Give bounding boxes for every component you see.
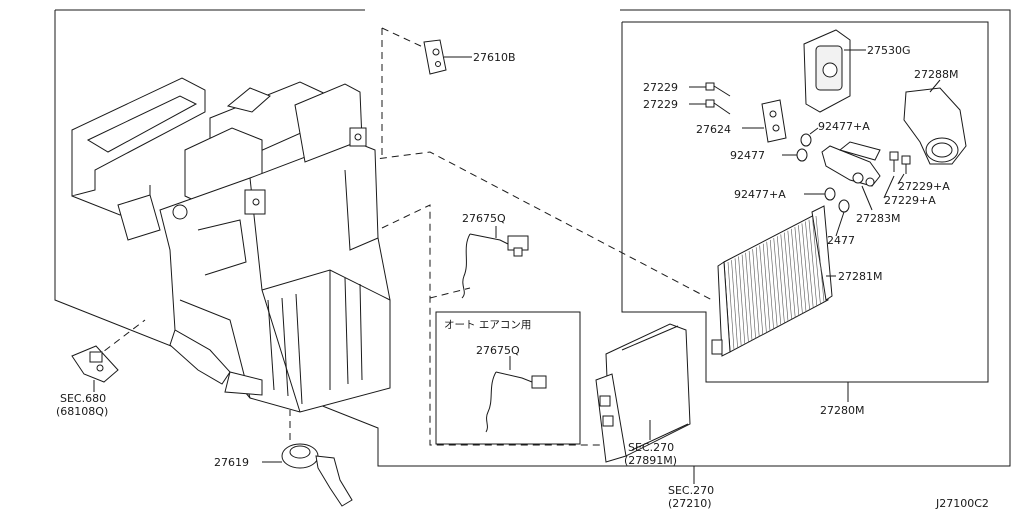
evaporator-fin [755,247,764,335]
hose-27288M-illustration [903,79,967,165]
label-27530G: 27530G [867,44,911,57]
evaporator-fin [787,230,796,318]
evaporator-fin [773,238,782,326]
evaporator-fin [791,228,800,316]
label-27229-upper: 27229 [643,81,678,94]
label-27283M: 27283M [856,212,900,225]
filter-sec270-27891M-illustration [595,323,691,463]
label-27229-lower: 27229 [643,98,678,111]
assembly-frame-lines [54,9,1011,467]
label-27288M: 27288M [914,68,958,81]
evaporator-fin [738,256,746,345]
evaporator-fin [741,254,749,343]
evaporator-fin [776,236,785,324]
bracket-sec680-68108Q-illustration [71,345,119,392]
evaporator-fin [766,241,774,329]
pipe-27283M-illustration [821,141,881,211]
evaporator-fin [731,260,738,349]
label-92477A-lower: 92477+A [734,188,786,201]
aspirator-27619-illustration [262,443,353,507]
evaporator-fin [794,227,803,314]
cover-27530G-illustration [803,29,866,113]
expansion-valve-27624-illustration [742,99,787,143]
label-sec680-line2: (68108Q) [56,405,108,418]
label-27675Q-inset: 27675Q [476,344,520,357]
o-rings-upper-illustration [782,127,819,162]
evaporator-fin [784,232,792,320]
evaporator-fin [798,225,807,312]
evaporator-fin [801,223,810,310]
evaporator-fin [769,239,778,327]
auto-ac-inset-box [435,311,581,445]
hvac-heater-unit-illustration [71,77,391,413]
label-27281M: 27281M [838,270,882,283]
evaporator-core-27281M-illustration [711,205,836,357]
evaporator-fin [780,234,789,322]
label-27675Q-upper: 27675Q [462,212,506,225]
evaporator-fin [805,221,814,308]
evaporator-fin [759,245,767,333]
evaporator-fin [812,217,821,304]
bracket-27610B-illustration [423,39,472,75]
label-27619: 27619 [214,456,249,469]
label-27229A-upper: 27229+A [898,180,950,193]
o-rings-lower-illustration [804,187,850,237]
evaporator-fin [808,219,818,306]
evaporator-fin [815,215,825,303]
evaporator-fin [748,250,756,339]
label-92477-upper: 92477 [730,149,765,162]
auto-ac-caption: オート エアコン用 [444,319,531,331]
evaporator-fin [734,258,742,347]
evaporator-fin [752,249,760,337]
label-sec270-27210-line2: (27210) [668,497,712,510]
label-27280M: 27280M [820,404,864,417]
label-27610B: 27610B [473,51,516,64]
label-92477A-upper: 92477+A [818,120,870,133]
label-27624: 27624 [696,123,731,136]
label-sec680-line1: SEC.680 [60,392,106,405]
diagram-id: J27100C2 [935,497,989,510]
label-27229A-lower: 27229+A [884,194,936,207]
bolts-27229A-illustration [883,151,911,199]
evaporator-fin [762,243,771,331]
dashed-guide-lines [94,27,713,446]
label-sec270-27891M-line1: SEC.270 [628,441,674,454]
bolts-27229-illustration [689,82,731,115]
label-sec270-27891M-line2: (27891M) [624,454,677,467]
evaporator-fin [727,261,735,351]
label-92477-lower: 92477 [820,234,855,247]
sensor-27675Q-upper-illustration [461,226,529,299]
label-sec270-27210-line1: SEC.270 [668,484,714,497]
evaporator-fin [745,252,753,341]
